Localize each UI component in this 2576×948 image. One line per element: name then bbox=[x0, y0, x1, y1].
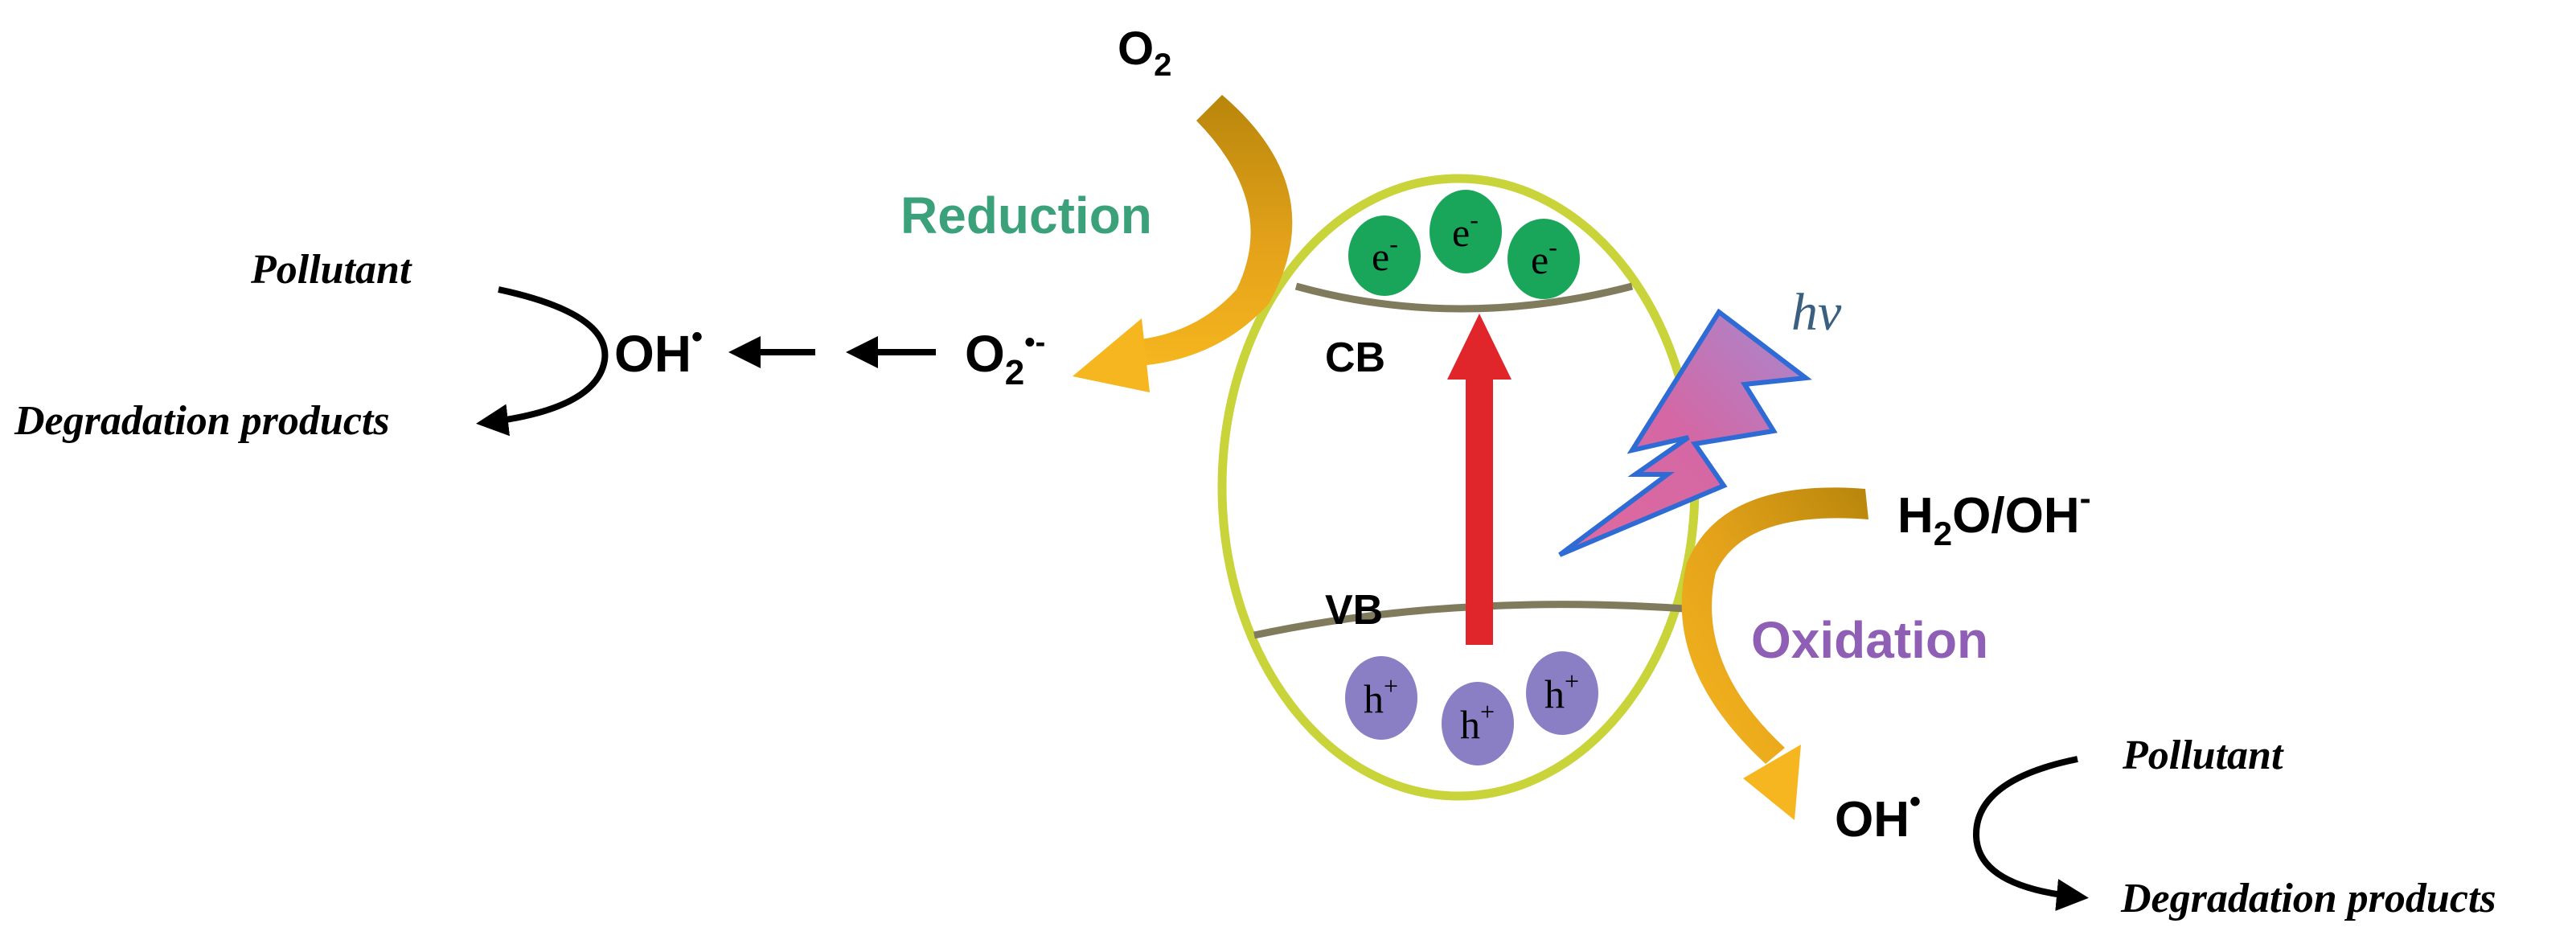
o2-reactant: O2 bbox=[1118, 23, 1171, 83]
oxidation-arrow bbox=[1681, 487, 1868, 820]
degradation-arrow-right bbox=[1972, 756, 2089, 911]
superoxide-radical: O2•- bbox=[965, 325, 1045, 392]
pollutant-label-left: Pollutant bbox=[250, 247, 412, 293]
hole: h+ bbox=[1526, 651, 1598, 735]
electron: e- bbox=[1507, 219, 1580, 299]
pollutant-label-right: Pollutant bbox=[2122, 733, 2284, 778]
excitation-arrow bbox=[1447, 314, 1512, 645]
degradation-label-left: Degradation products bbox=[14, 398, 390, 444]
conduction-band-line bbox=[1294, 282, 1634, 313]
electron: e- bbox=[1430, 190, 1502, 273]
degradation-arrow-left bbox=[476, 286, 609, 437]
svg-text:h+: h+ bbox=[1460, 697, 1495, 747]
electron: e- bbox=[1348, 215, 1421, 296]
hole: h+ bbox=[1345, 656, 1417, 740]
svg-text:e-: e- bbox=[1531, 232, 1557, 282]
hydroxyl-radical-left: OH• bbox=[614, 319, 703, 383]
reduction-arrow bbox=[1073, 95, 1293, 392]
reduction-label: Reduction bbox=[900, 187, 1152, 244]
lightning-bolt-icon bbox=[1558, 308, 1812, 557]
svg-text:e-: e- bbox=[1372, 229, 1398, 279]
hv-label: hν bbox=[1791, 283, 1842, 342]
svg-text:e-: e- bbox=[1452, 205, 1479, 255]
degradation-label-right: Degradation products bbox=[2120, 876, 2496, 921]
svg-text:h+: h+ bbox=[1364, 671, 1398, 721]
cb-label: CB bbox=[1325, 334, 1385, 381]
vb-label: VB bbox=[1325, 587, 1383, 634]
oxidation-label: Oxidation bbox=[1751, 611, 1988, 669]
water-hydroxide-reactant: H2O/OH- bbox=[1897, 479, 2091, 552]
hydroxyl-radical-right: OH• bbox=[1835, 784, 1921, 847]
electron-group: e- e- e- bbox=[1348, 190, 1580, 299]
hole-group: h+ h+ h+ bbox=[1345, 651, 1598, 765]
hole: h+ bbox=[1442, 682, 1514, 765]
svg-text:h+: h+ bbox=[1544, 667, 1579, 716]
